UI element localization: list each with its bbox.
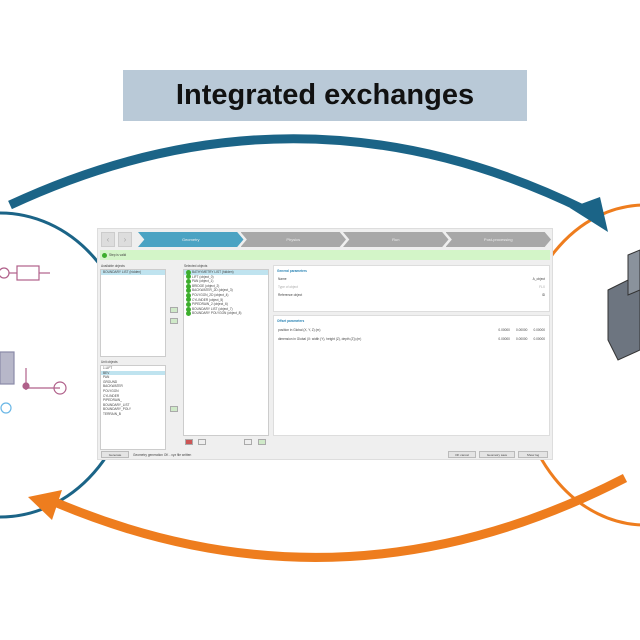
log-text: Geometry generation OK - xyz file writte… <box>133 453 192 457</box>
app-window: ‹ › Geometry Physics Run Post-processing… <box>97 228 553 460</box>
name-input[interactable]: A_object <box>532 277 545 281</box>
available-label: Available objects <box>101 264 125 268</box>
step-run[interactable]: Run <box>343 232 449 247</box>
list-item[interactable]: PIPEDRAIN_ <box>103 398 122 403</box>
list-item[interactable]: POLYGON_2D (object_4) <box>184 292 268 298</box>
param-row: dimension in Global (X: width (Y), heigh… <box>278 337 545 341</box>
title: Integrated exchanges <box>123 70 527 121</box>
list-item[interactable]: 1.LIFT <box>103 366 113 370</box>
show-log-button[interactable]: Show log <box>518 451 548 458</box>
selected-label: Selected objects <box>184 264 208 268</box>
check-icon <box>102 252 107 258</box>
step-post-processing[interactable]: Post-processing <box>445 232 551 247</box>
unit-list[interactable]: 1.LIFT BEV PAN GROUND BACKWATER POLYGON … <box>100 365 166 450</box>
ok-cancel-button[interactable]: OK cancel <box>448 451 476 458</box>
geometry-save-button[interactable]: Geometry save <box>479 451 515 458</box>
step-geometry[interactable]: Geometry <box>138 232 244 247</box>
selected-list[interactable]: BATHYMETRY LIST (hidden) LIFT (object_0)… <box>183 269 269 436</box>
status-bar: Step is valid <box>100 250 550 260</box>
status-text: Step is valid <box>109 253 127 257</box>
3d-model <box>607 249 640 361</box>
list-item[interactable]: BOUNDARY LIST (object_7) <box>184 306 268 312</box>
list-item[interactable]: BRIDGE (object_2) <box>184 283 268 289</box>
offset-parameters: Offset parameters position in Global (X,… <box>273 315 550 436</box>
list-item[interactable]: LIFT (object_0) <box>184 274 268 280</box>
delete-button[interactable] <box>185 439 193 445</box>
list-item[interactable]: CYLINDER <box>103 393 120 398</box>
workflow-steps: Geometry Physics Run Post-processing <box>138 232 551 247</box>
list-item[interactable]: BOUNDARY_POLY <box>103 407 132 412</box>
add-button[interactable] <box>170 307 178 313</box>
move-up-button[interactable] <box>244 439 252 445</box>
list-item[interactable]: PIPEDRAIN_2 (object_6) <box>184 301 268 307</box>
list-item[interactable]: BOUNDARY LIST (hidden) <box>101 270 165 275</box>
forward-button[interactable]: › <box>118 232 132 247</box>
list-item[interactable]: BATHYMETRY LIST (hidden) <box>184 269 268 275</box>
list-item[interactable]: BEV <box>101 370 165 376</box>
height-input[interactable]: 0.00000 <box>515 337 528 341</box>
copy-button[interactable] <box>198 439 206 445</box>
list-item[interactable]: BOUNDARY_LIST <box>103 402 130 407</box>
type-select[interactable]: FLX <box>539 285 545 289</box>
back-button[interactable]: ‹ <box>101 232 115 247</box>
list-item[interactable]: PAN <box>103 375 110 380</box>
schematic-left <box>0 265 67 414</box>
x-input[interactable]: 0.00000 <box>498 328 510 332</box>
list-item[interactable]: TERRAIN_B <box>103 411 121 416</box>
z-input[interactable]: 0.00000 <box>533 328 545 332</box>
list-item[interactable]: BOUNDARY POLYGON (object_8) <box>184 311 268 317</box>
reference-select[interactable]: ID <box>541 293 545 297</box>
y-input[interactable]: 0.00000 <box>515 328 528 332</box>
width-input[interactable]: 0.00000 <box>498 337 510 341</box>
depth-input[interactable]: 0.00000 <box>533 337 545 341</box>
general-label: General parameters <box>277 269 307 273</box>
list-item[interactable]: CYLINDER (object_5) <box>184 297 268 303</box>
step-physics[interactable]: Physics <box>240 232 346 247</box>
remove-button[interactable] <box>170 318 178 324</box>
list-item[interactable]: POLYGON <box>103 388 119 393</box>
available-list[interactable]: BOUNDARY LIST (hidden) <box>100 269 166 357</box>
list-item[interactable]: GROUND <box>103 379 118 384</box>
list-item[interactable]: PAN (object_1) <box>184 278 268 284</box>
unit-label: Unit objects <box>101 360 118 364</box>
generate-button[interactable]: Generate <box>101 451 129 458</box>
list-item[interactable]: BACKWATER_2D (object_3) <box>184 288 268 294</box>
offset-label: Offset parameters <box>277 319 305 323</box>
list-item[interactable]: BACKWATER <box>103 384 123 389</box>
move-down-button[interactable] <box>258 439 266 445</box>
add-unit-button[interactable] <box>170 406 178 412</box>
